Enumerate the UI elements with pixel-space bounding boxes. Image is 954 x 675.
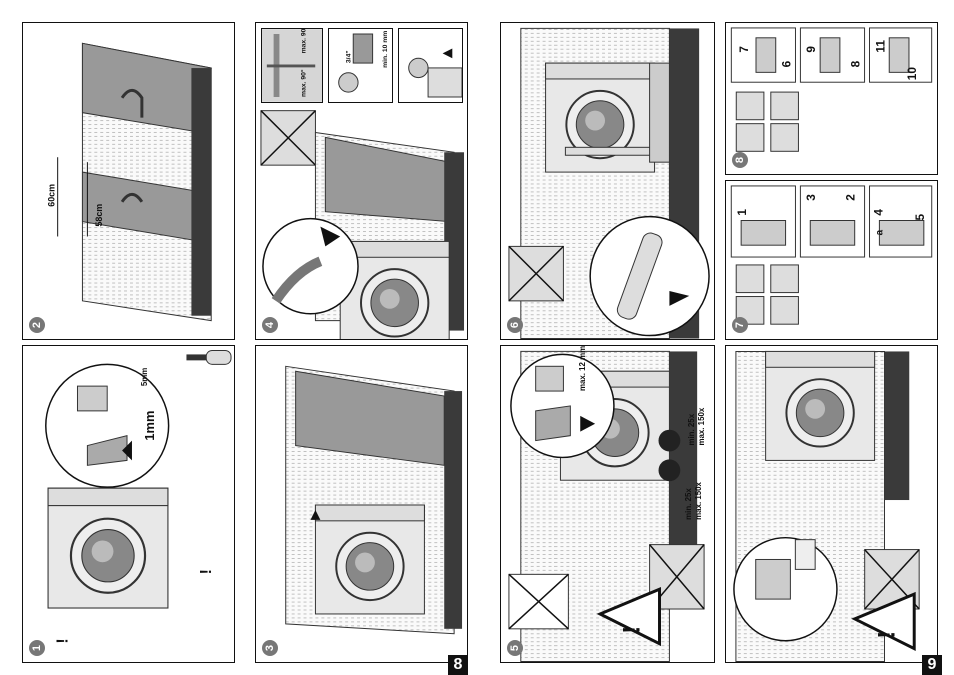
panel-3: 3 [255,345,468,663]
svg-text:5: 5 [913,214,927,221]
svg-text:min. 25x: min. 25x [684,488,693,520]
page-number: 8 [448,655,468,675]
svg-text:6: 6 [780,60,794,67]
svg-text:7: 7 [737,46,751,53]
hose-angle-detail: max. 90° max. 90° [261,28,323,103]
svg-text:max. 90°: max. 90° [300,69,308,97]
svg-text:4: 4 [871,209,885,216]
svg-text:!: ! [55,638,72,643]
step-number: 8 [732,152,748,168]
step-number: 4 [262,317,278,333]
step-number: 7 [732,317,748,333]
svg-text:8: 8 [849,60,863,67]
svg-text:min. 25x: min. 25x [687,413,696,445]
svg-text:3/4": 3/4" [345,50,352,63]
width-inner-label: 58cm [94,204,104,227]
svg-text:!: ! [619,626,646,634]
panel-9: ! [725,345,938,663]
connect-detail [398,28,463,103]
svg-text:min. 10 mm: min. 10 mm [382,31,389,68]
page-number: 9 [922,655,942,675]
svg-text:2: 2 [844,194,858,201]
panel-6: 6 [500,22,715,340]
svg-text:11: 11 [873,40,887,53]
svg-text:max. 150x: max. 150x [697,407,706,445]
panel-4: max. 90° max. 90° 3/4" min. 10 mm 4 [255,22,468,340]
svg-text:max. 12 mm: max. 12 mm [578,346,587,391]
step-number: 3 [262,640,278,656]
svg-text:!: ! [873,631,900,639]
svg-text:max. 90°: max. 90° [300,29,308,53]
svg-text:1: 1 [735,209,749,216]
panel-7: 1 3 2 4 a 5 7 [725,180,938,340]
step-number: 5 [507,640,523,656]
step-number: 6 [507,317,523,333]
gap-label: 1mm [142,411,157,441]
panel-5: max. 12 mm min. 25x max. 150x min. 25x m… [500,345,715,663]
svg-text:10: 10 [905,67,919,81]
svg-text:a: a [874,229,885,235]
svg-text:max. 150x: max. 150x [694,481,703,519]
panel-1: 1mm 5mm ! ! 1 [22,345,235,663]
step-number: 1 [29,640,45,656]
step-number: 2 [29,317,45,333]
panel-8: 7 6 9 8 11 10 8 [725,22,938,175]
svg-text:3: 3 [804,194,818,201]
panel-2: 60cm 58cm 2 [22,22,235,340]
svg-text:!: ! [198,569,215,574]
width-outer-label: 60cm [47,184,57,207]
thread-detail: 3/4" min. 10 mm [328,28,393,103]
screw-gap-label: 5mm [140,368,149,386]
svg-text:9: 9 [804,46,818,53]
